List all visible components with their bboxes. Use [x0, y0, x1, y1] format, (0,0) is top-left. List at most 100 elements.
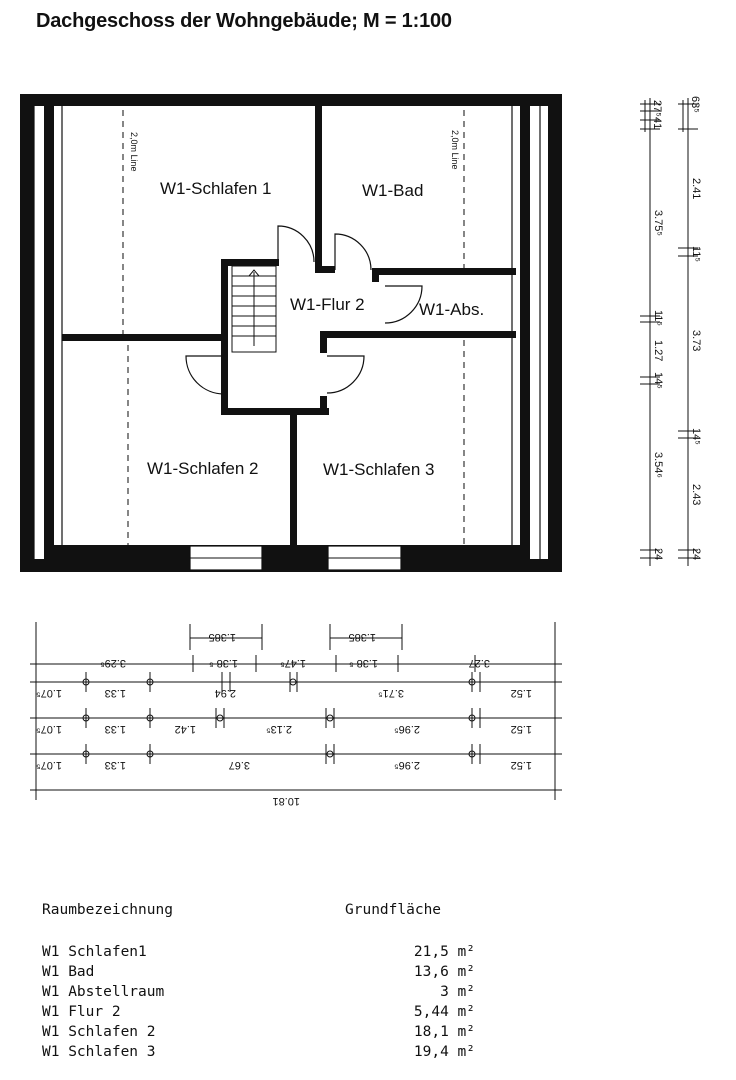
door-abs — [384, 285, 423, 324]
room-label-bad: W1-Bad — [362, 181, 423, 200]
door-schlafen3 — [326, 355, 365, 394]
dim-right-l1: 14⁵ — [652, 372, 664, 389]
dim-b-r1c: 1.47⁵ — [280, 657, 306, 669]
outer-wall-left — [20, 94, 34, 572]
dim-right-k2: 11⁵ — [652, 310, 664, 326]
wall-bad-abs — [372, 268, 516, 275]
wall-schlafen1-schlafen2 — [62, 334, 224, 341]
room-label-abs: W1-Abs. — [419, 300, 484, 319]
wall-schlafen2-schlafen3 — [290, 408, 297, 548]
dim-right-k1: 11⁵ — [690, 246, 702, 262]
dim-b-r3f: 1.52 — [511, 723, 532, 735]
dim-right-c: 41 — [651, 117, 663, 129]
dim-right-f: 1.27 — [652, 340, 664, 361]
wall-stair-top — [221, 259, 279, 266]
outer-wall-right — [548, 94, 562, 572]
height-lines — [122, 110, 465, 545]
dim-right-h: 3.54⁶ — [652, 452, 664, 478]
dim-b-r3e: 2.96⁵ — [394, 723, 420, 735]
dim-right-d: 3.75⁵ — [652, 210, 664, 236]
bottom-dimension-chains — [30, 622, 562, 800]
dim-b-r3d: 2.13⁵ — [266, 723, 292, 735]
dim-b-r1e: 3.27 — [469, 657, 490, 669]
knee-wall-right — [520, 106, 530, 559]
room-name: W1 Schlafen 2 — [42, 1024, 156, 1040]
dim-b-r0b: 1.385 — [348, 631, 376, 643]
door-bad — [334, 233, 372, 271]
dim-b-r4d: 2.96⁵ — [394, 759, 420, 771]
dim-b-r1d: 1.38 ⁵ — [349, 657, 378, 669]
room-name: W1 Schlafen1 — [42, 944, 147, 960]
dim-b-r4e: 1.52 — [511, 759, 532, 771]
table-row: W1 Bad 13,6 m² — [42, 964, 502, 984]
wall-abs-stub — [372, 268, 379, 282]
room-area: 5,44 m² — [413, 1004, 475, 1020]
dim-right-g: 3.73 — [690, 330, 702, 351]
bottom-wall-inner — [54, 545, 520, 559]
dim-b-r4c: 3.67 — [229, 759, 250, 771]
table-row: W1 Abstellraum 3 m² — [42, 984, 502, 1004]
dim-b-r4b: 1.33 — [105, 759, 126, 771]
knee-wall-left — [44, 106, 54, 559]
dim-b-r2b: 1.33 — [105, 687, 126, 699]
dim-b-r3b: 1.33 — [105, 723, 126, 735]
room-area: 3 m² — [440, 984, 475, 1000]
wall-flur-top — [315, 266, 335, 273]
windows — [189, 545, 402, 571]
dim-b-r2e: 1.52 — [511, 687, 532, 699]
dim-b-r1a: 3.29⁵ — [100, 657, 126, 669]
room-name: W1 Abstellraum — [42, 984, 165, 1000]
table-row: W1 Schlafen1 21,5 m² — [42, 944, 502, 964]
dim-b-r4a: 1.07⁵ — [36, 759, 62, 771]
dim-b-r1b: 1.38 ⁵ — [209, 657, 238, 669]
staircase — [231, 265, 277, 353]
wall-stair-left — [221, 259, 228, 415]
room-label-schlafen3: W1-Schlafen 3 — [323, 460, 435, 479]
height-line-label-left: 2,0m Line — [129, 132, 139, 172]
header-room-name: Raumbezeichnung — [42, 902, 173, 918]
table-row: W1 Schlafen 3 19,4 m² — [42, 1044, 502, 1064]
room-name: W1 Flur 2 — [42, 1004, 121, 1020]
room-area: 18,1 m² — [413, 1024, 475, 1040]
room-area: 19,4 m² — [413, 1044, 475, 1060]
dim-right-l2: 14⁵ — [690, 428, 702, 445]
dim-right-j1: 24 — [652, 548, 664, 560]
thin-lines — [33, 106, 541, 559]
table-header: Raumbezeichnung Grundfläche — [42, 902, 502, 922]
doors — [185, 225, 423, 395]
height-line-label-right: 2,0m Line — [450, 130, 460, 170]
dim-b-total: 10.81 — [272, 795, 300, 807]
dim-b-r2c: 2.94 — [215, 687, 236, 699]
wall-schlafen1-bad — [315, 106, 322, 272]
door-schlafen2 — [185, 355, 225, 395]
outer-wall-bottom — [20, 559, 562, 572]
area-table: Raumbezeichnung Grundfläche W1 Schlafen1… — [42, 902, 502, 1064]
door-schlafen1 — [277, 225, 315, 263]
dim-right-e: 2.41 — [690, 178, 702, 199]
dim-circles — [82, 678, 476, 758]
dim-b-r2d: 3.71⁵ — [378, 687, 404, 699]
dim-b-r0a: 1.385 — [208, 631, 236, 643]
wall-flur-right — [320, 331, 327, 353]
room-name: W1 Bad — [42, 964, 95, 980]
dim-right-j2: 24 — [690, 548, 702, 560]
page-title: Dachgeschoss der Wohngebäude; M = 1:100 — [36, 10, 452, 32]
dim-right-i: 2.43 — [690, 484, 702, 505]
room-area: 21,5 m² — [413, 944, 475, 960]
right-dimension-chain — [640, 98, 698, 566]
table-row: W1 Flur 2 5,44 m² — [42, 1004, 502, 1024]
wall-flur-right-low — [320, 396, 327, 415]
table-row: W1 Schlafen 2 18,1 m² — [42, 1024, 502, 1044]
walls — [20, 94, 562, 572]
room-label-flur2: W1-Flur 2 — [290, 295, 365, 314]
dim-b-r3c: 1.42 — [175, 723, 196, 735]
outer-wall-top — [20, 94, 562, 106]
dim-b-r3a: 1.07⁵ — [36, 723, 62, 735]
dim-b-r2a: 1.07⁵ — [36, 687, 62, 699]
room-name: W1 Schlafen 3 — [42, 1044, 156, 1060]
room-label-schlafen2: W1-Schlafen 2 — [147, 459, 259, 478]
room-label-schlafen1: W1-Schlafen 1 — [160, 179, 272, 198]
dim-right-a: 63⁵ — [689, 96, 701, 113]
header-area: Grundfläche — [345, 902, 442, 918]
